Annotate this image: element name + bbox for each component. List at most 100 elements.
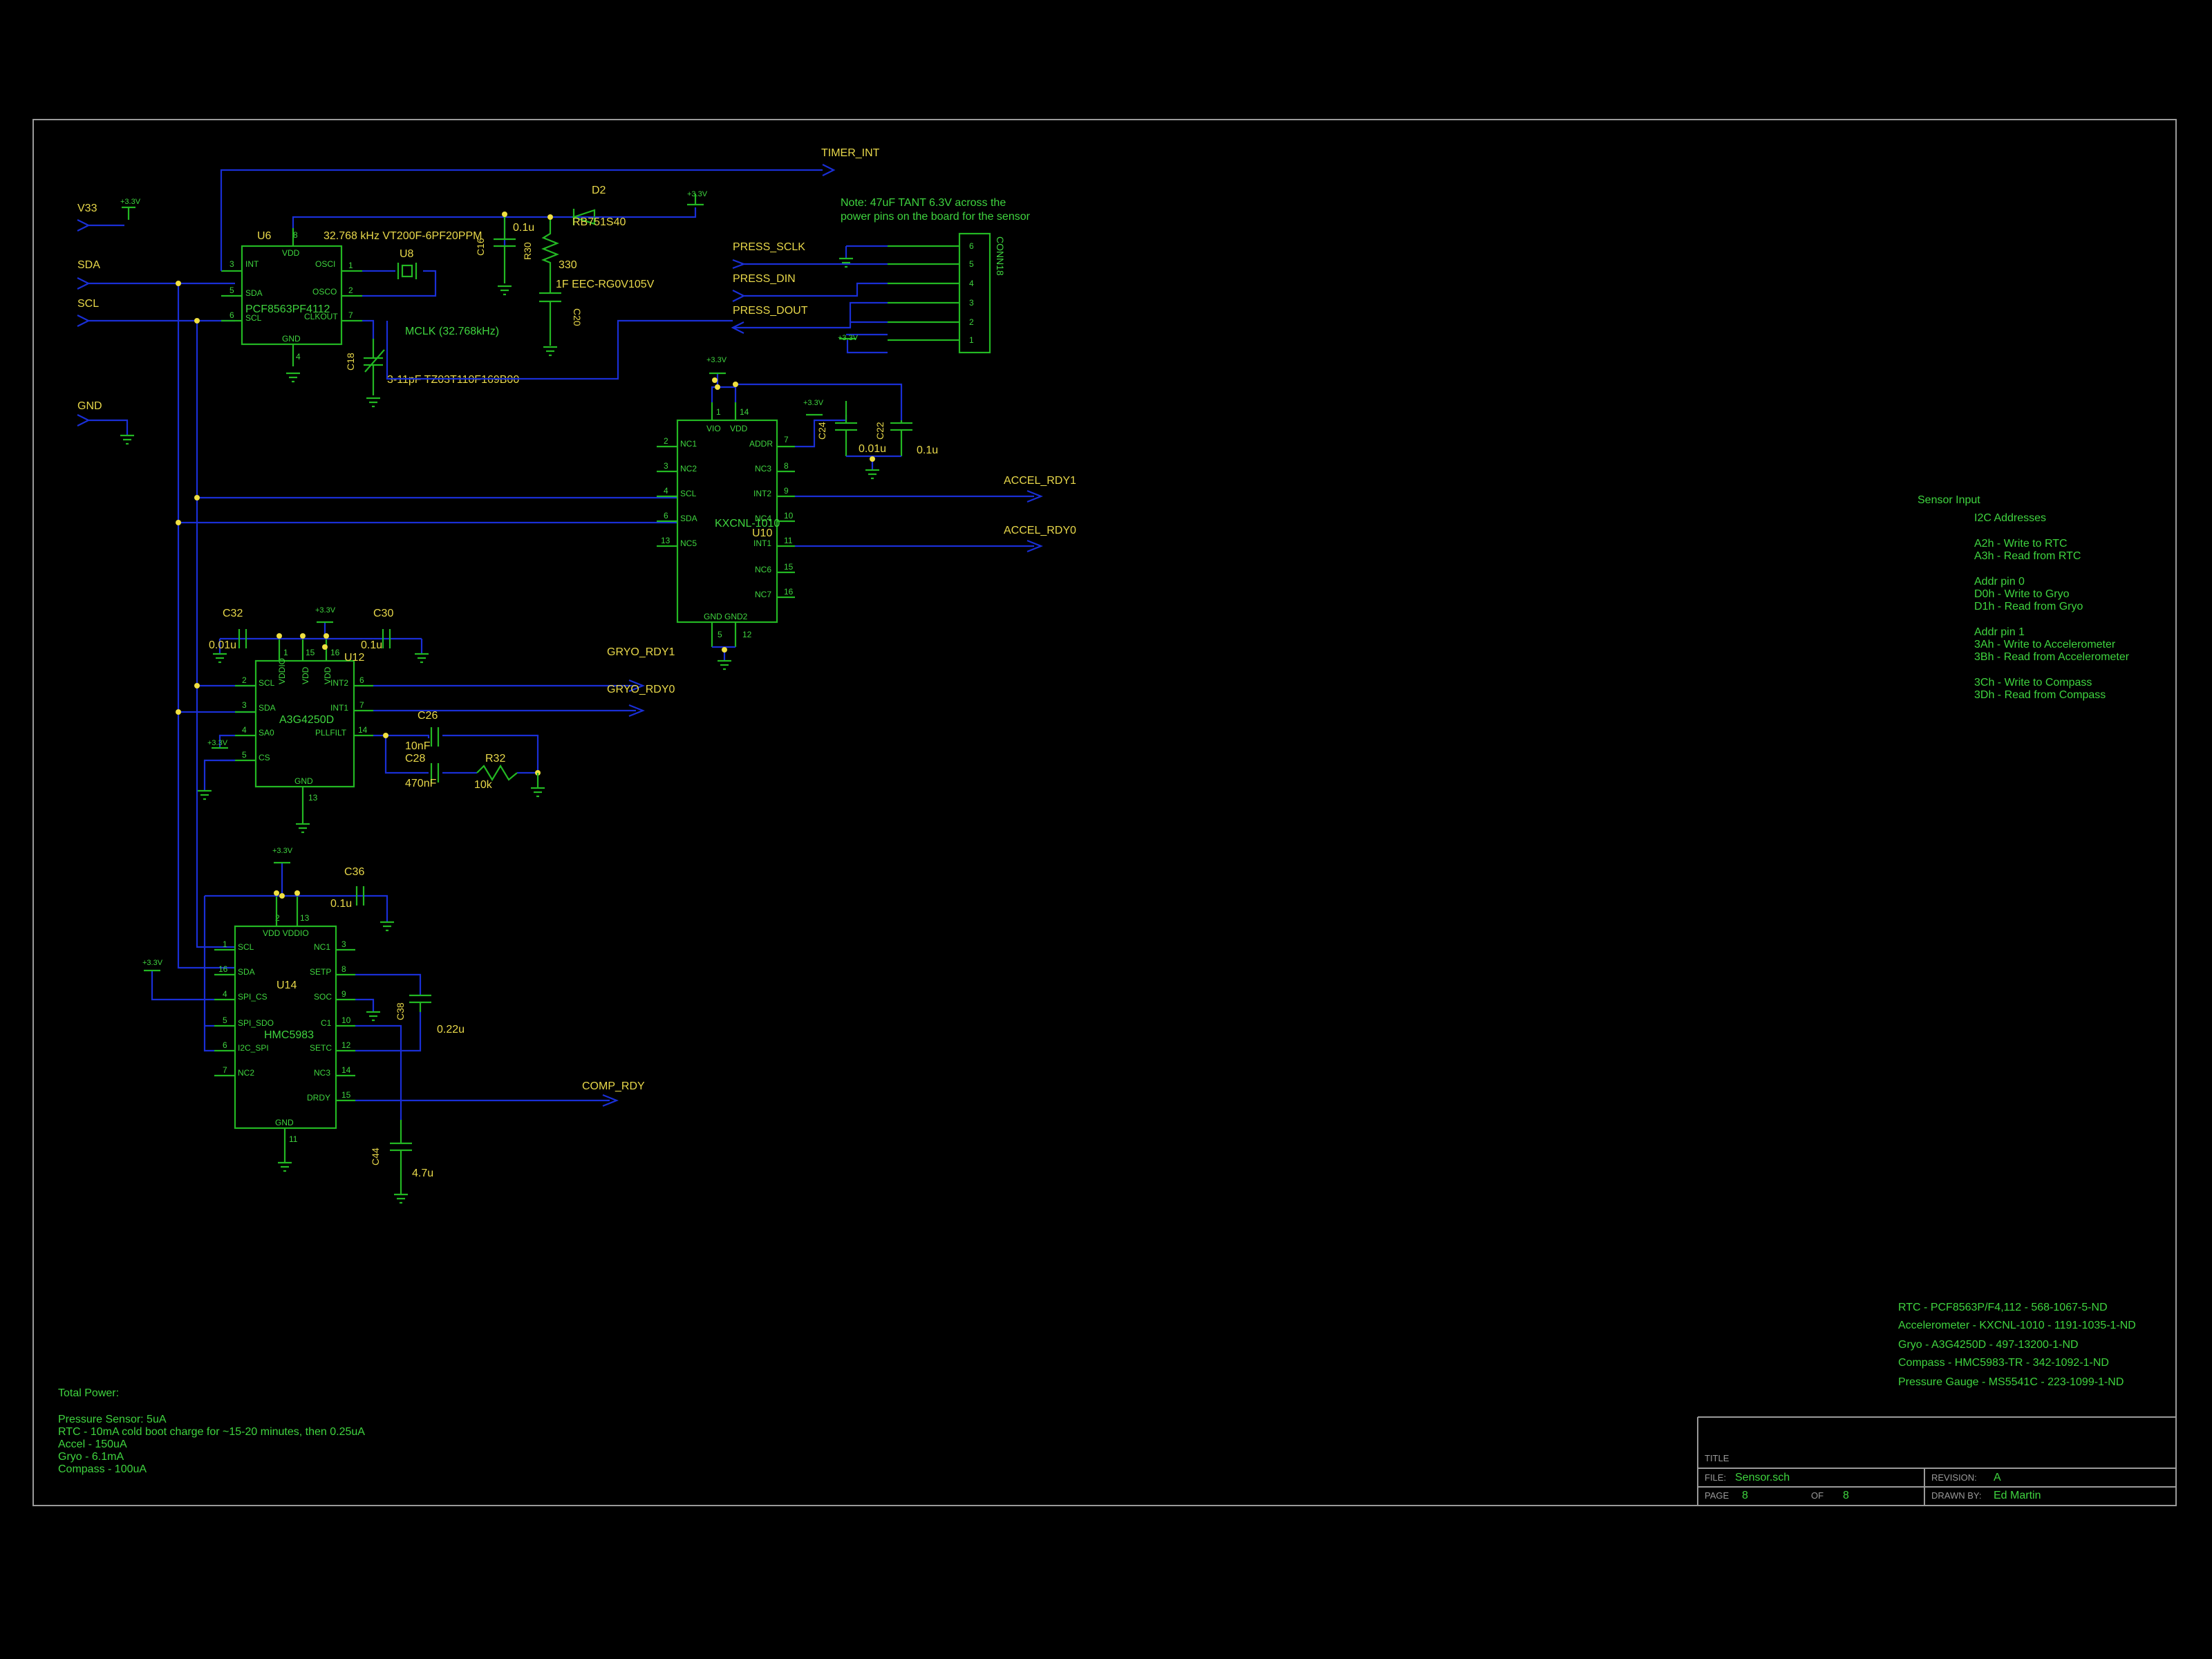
svg-text:10: 10 <box>341 1015 351 1025</box>
svg-text:Gryo - A3G4250D - 497-13200-1-: Gryo - A3G4250D - 497-13200-1-ND <box>1898 1339 2079 1351</box>
svg-text:6: 6 <box>359 675 364 685</box>
svg-text:GND: GND <box>282 334 301 344</box>
svg-text:SCL: SCL <box>259 678 275 688</box>
svg-text:6: 6 <box>223 1040 227 1050</box>
c26-capacitor: C26 10nF <box>405 710 440 752</box>
svg-text:15: 15 <box>784 562 794 572</box>
svg-text:11: 11 <box>289 1134 298 1144</box>
svg-text:Total Power:: Total Power: <box>58 1387 119 1399</box>
svg-text:KXCNL-1010: KXCNL-1010 <box>715 518 780 529</box>
svg-text:U14: U14 <box>276 980 297 991</box>
svg-text:Sensor.sch: Sensor.sch <box>1735 1472 1790 1483</box>
net-label-gnd: GND <box>77 400 134 445</box>
c38-capacitor: C38 0.22u <box>355 973 465 1052</box>
svg-text:SA0: SA0 <box>259 728 274 738</box>
c28-capacitor: C28 470nF <box>405 753 440 789</box>
svg-text:OSCO: OSCO <box>312 287 337 297</box>
svg-text:C44: C44 <box>370 1147 381 1165</box>
gryo-rdy0-wire <box>373 704 645 718</box>
svg-text:U12: U12 <box>344 652 364 664</box>
net-label-press-din: PRESS_DIN <box>732 273 888 302</box>
svg-text:8: 8 <box>1742 1490 1748 1501</box>
svg-text:HMC5983: HMC5983 <box>264 1029 314 1041</box>
svg-text:D1h - Read from Gryo: D1h - Read from Gryo <box>1974 601 2083 612</box>
net-label-accel-rdy1: ACCEL_RDY1 <box>1004 475 1076 487</box>
svg-text:9: 9 <box>784 486 789 496</box>
accel-rdy0-wire <box>795 539 1043 553</box>
svg-text:16: 16 <box>784 587 794 597</box>
svg-text:7: 7 <box>223 1065 227 1075</box>
svg-text:VIO: VIO <box>706 424 721 433</box>
svg-text:PAGE: PAGE <box>1705 1490 1729 1501</box>
svg-text:PRESS_SCLK: PRESS_SCLK <box>733 241 805 253</box>
svg-text:Pressure Gauge - MS5541C - 223: Pressure Gauge - MS5541C - 223-1099-1-ND <box>1898 1376 2124 1388</box>
svg-text:3Ch - Write to Compass: 3Ch - Write to Compass <box>1974 677 2092 688</box>
svg-text:4.7u: 4.7u <box>412 1168 433 1179</box>
svg-text:GND: GND <box>77 400 102 412</box>
svg-text:SDA: SDA <box>238 967 255 977</box>
svg-text:Sensor Input: Sensor Input <box>1918 494 1980 506</box>
svg-text:0.1u: 0.1u <box>330 898 352 910</box>
svg-text:3Dh - Read from Compass: 3Dh - Read from Compass <box>1974 689 2106 701</box>
d2-diode: +3.3V D2 RB751S40 <box>571 185 708 228</box>
sensor-input-notes: Sensor Input I2C Addresses A2h - Write t… <box>1918 494 2130 701</box>
svg-text:7: 7 <box>359 700 364 710</box>
svg-text:12: 12 <box>341 1040 351 1050</box>
svg-text:FILE:: FILE: <box>1705 1472 1726 1483</box>
svg-text:VDD VDDIO: VDD VDDIO <box>263 928 309 938</box>
svg-text:2: 2 <box>242 675 247 685</box>
svg-text:Accel - 150uA: Accel - 150uA <box>58 1438 127 1450</box>
svg-text:SDA: SDA <box>680 514 697 523</box>
svg-text:U8: U8 <box>400 248 414 260</box>
conn18-connector: 6 5 4 3 2 1 CONN18 <box>888 232 1006 354</box>
svg-text:14: 14 <box>341 1065 351 1075</box>
svg-text:Compass - 100uA: Compass - 100uA <box>58 1463 147 1475</box>
c44-capacitor: C44 4.7u <box>370 1120 433 1204</box>
svg-text:3: 3 <box>969 298 974 308</box>
svg-text:3: 3 <box>229 259 234 269</box>
svg-text:PRESS_DOUT: PRESS_DOUT <box>733 305 808 317</box>
c36-capacitor: C36 0.1u <box>330 866 364 910</box>
svg-text:Compass - HMC5983-TR - 342-109: Compass - HMC5983-TR - 342-1092-1-ND <box>1898 1357 2109 1369</box>
svg-text:3Ah - Write to Accelerometer: 3Ah - Write to Accelerometer <box>1974 639 2116 650</box>
svg-text:TITLE: TITLE <box>1705 1453 1730 1463</box>
accel-rdy1-wire <box>795 489 1043 503</box>
svg-text:14: 14 <box>740 407 749 417</box>
svg-text:I2C Addresses: I2C Addresses <box>1974 512 2046 524</box>
svg-text:5: 5 <box>223 1015 227 1025</box>
svg-text:C1: C1 <box>321 1018 332 1028</box>
svg-text:8: 8 <box>784 461 789 471</box>
svg-text:0.01u: 0.01u <box>209 639 236 651</box>
svg-text:1: 1 <box>223 939 227 949</box>
net-label-gryo-rdy1: GRYO_RDY1 <box>607 646 675 658</box>
svg-text:Accelerometer - KXCNL-1010 - 1: Accelerometer - KXCNL-1010 - 1191-1035-1… <box>1898 1320 2136 1331</box>
svg-text:+3.3V: +3.3V <box>272 847 293 855</box>
svg-text:VDD: VDD <box>730 424 748 433</box>
svg-text:9: 9 <box>341 989 346 999</box>
svg-text:C22: C22 <box>874 422 885 440</box>
svg-text:SCL: SCL <box>238 942 254 952</box>
svg-text:VDDIO: VDDIO <box>277 658 287 684</box>
svg-text:0.1u: 0.1u <box>361 639 382 651</box>
svg-text:3: 3 <box>242 700 247 710</box>
svg-text:+3.3V: +3.3V <box>803 399 824 407</box>
u6-rtc: U6 PCF8563PF4112 INT SDA SCL VDD GND OSC… <box>221 228 362 383</box>
c18-trimmer: C18 3-11pF TZ03T110F169B00 <box>345 339 519 408</box>
svg-text:Addr pin 0: Addr pin 0 <box>1974 576 2025 588</box>
svg-text:+3.3V: +3.3V <box>687 190 708 198</box>
total-power-notes: Total Power: Pressure Sensor: 5uA RTC - … <box>58 1387 365 1475</box>
svg-text:+3.3V: +3.3V <box>207 739 228 747</box>
svg-text:INT: INT <box>245 259 259 269</box>
svg-text:R30: R30 <box>522 242 533 260</box>
svg-text:NC1: NC1 <box>680 439 697 449</box>
svg-text:SDA: SDA <box>245 288 263 298</box>
svg-text:2: 2 <box>348 285 353 295</box>
svg-text:+3.3V: +3.3V <box>315 606 336 615</box>
svg-text:10nF: 10nF <box>405 740 431 752</box>
svg-text:INT1: INT1 <box>330 703 348 713</box>
svg-text:C28: C28 <box>405 753 425 765</box>
svg-text:0.01u: 0.01u <box>859 443 886 455</box>
svg-text:A2h - Write to RTC: A2h - Write to RTC <box>1974 538 2068 550</box>
svg-text:3: 3 <box>341 939 346 949</box>
svg-text:CLKOUT: CLKOUT <box>304 312 338 321</box>
